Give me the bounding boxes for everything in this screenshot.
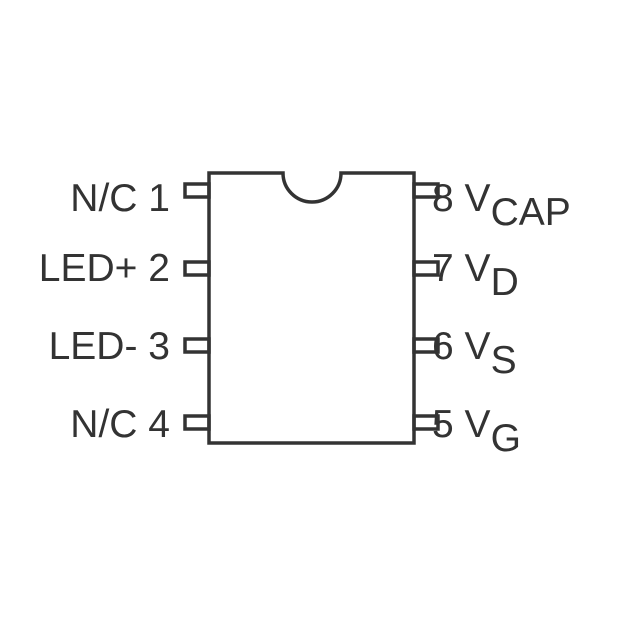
pin-5-lead xyxy=(412,414,440,431)
pin-8-lead xyxy=(412,182,440,199)
pin-1-lead xyxy=(183,182,211,199)
pin-name: V xyxy=(464,177,491,220)
pin-subscript: CAP xyxy=(490,191,571,234)
pin-8-label: 8 VCAP xyxy=(432,177,571,233)
pin-5-label: 5 VG xyxy=(432,403,521,459)
pin-name: N/C xyxy=(70,403,138,446)
pin-6-label: 6 VS xyxy=(432,325,517,381)
pin-2-lead xyxy=(183,260,211,277)
pin-name: LED+ xyxy=(38,247,138,290)
pin-subscript: G xyxy=(490,417,521,460)
pin-number: 7 xyxy=(432,247,454,290)
chip-body xyxy=(207,171,416,445)
pin-4-label: N/C 4 xyxy=(70,405,170,445)
pin-number: 3 xyxy=(148,325,170,368)
pin-number: 5 xyxy=(432,403,454,446)
pin-number: 6 xyxy=(432,325,454,368)
pin-number: 4 xyxy=(148,403,170,446)
pin-name: LED- xyxy=(48,325,138,368)
pin-name: V xyxy=(464,247,491,290)
pin-subscript: D xyxy=(490,261,519,304)
pin-2-label: LED+ 2 xyxy=(39,249,170,289)
pin-name: V xyxy=(464,325,491,368)
pin-6-lead xyxy=(412,337,440,354)
pin-subscript: S xyxy=(490,339,517,382)
pin-number: 1 xyxy=(148,177,170,220)
pin-1-label: N/C 1 xyxy=(70,179,170,219)
pin-number: 8 xyxy=(432,177,454,220)
pin-7-label: 7 VD xyxy=(432,247,519,303)
pin-4-lead xyxy=(183,414,211,431)
pin-3-label: LED- 3 xyxy=(49,327,170,367)
pin-name: N/C xyxy=(70,177,138,220)
pin-number: 2 xyxy=(148,247,170,290)
pin-name: V xyxy=(464,403,491,446)
pin-7-lead xyxy=(412,260,440,277)
pin-3-lead xyxy=(183,337,211,354)
